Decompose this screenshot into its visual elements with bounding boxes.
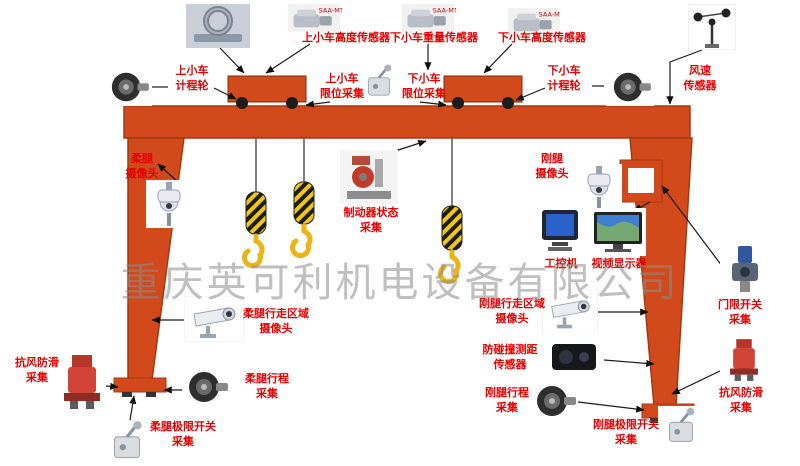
lower-weight-sensor-svg: SAA-MT [401,4,456,32]
label-flexible-leg-travel: 柔腿行程 采集 [245,372,289,401]
lower-height-sensor-image: SAA-MT [508,8,560,36]
trolley-limit-switch-svg [358,63,400,101]
rigid-leg-limit-switch-image [658,406,704,448]
flexible-leg-limit-switch-image [102,420,152,464]
upper-odometer-wheel-svg [105,68,151,106]
flexible-leg-travel-wheel-image [182,366,230,408]
rigid-leg-ptz-camera-svg [576,164,622,212]
rigid-leg-limit-switch-svg [658,406,704,448]
motor-tag-text: SAA-MT [539,10,560,18]
upper-height-sensor-image: SAA-MT [286,4,342,32]
left-foot-wheel [122,392,132,397]
rigid-leg-area-camera-image [542,290,598,332]
hook-block-3 [441,205,463,251]
brake-image [340,150,398,204]
trolley-wheel [236,97,248,109]
hook-2 [290,223,313,259]
label-upper-trolley-height-sensor: 上小车高度传感器 [302,31,390,44]
lower-odometer-wheel-svg [607,68,653,106]
cab-window [628,168,654,193]
anti-slip-device-left-image [58,350,106,414]
motor-tag-text: SAA-MT [433,6,456,14]
rigid-leg-ptz-camera-image [576,164,622,212]
hook-block-2 [293,181,315,225]
flexible-leg-ptz-camera-image [146,180,192,228]
label-lower-trolley-limit: 下小车 限位采集 [402,72,446,101]
trolley-wheel [286,97,298,109]
label-rigid-leg-limit: 刚腿极限开关 采集 [593,418,659,447]
trolley-limit-switch-image [358,62,400,102]
trolley-wheel [452,97,464,109]
load-ring-sensor-svg [186,4,250,48]
lower-weight-sensor-image: SAA-MT [400,4,456,32]
hook-1 [242,233,265,269]
anemometer-image [688,4,736,50]
label-upper-trolley-limit: 上小车 限位采集 [320,72,364,101]
label-wind-speed-sensor: 风速 传感器 [683,64,717,93]
anti-slip-device-left-svg [58,351,106,413]
load-ring-sensor-image [186,4,250,48]
flexible-leg-ptz-camera-svg [146,180,192,228]
label-anti-slip-right: 抗风防滑 采集 [719,386,763,415]
video-display-image [590,208,646,256]
anti-collision-sensor-image [544,334,604,380]
connector-lines [105,43,723,421]
right-foot-wheel [650,418,660,423]
rigid-leg-travel-wheel-image [530,380,578,422]
upper-height-sensor-svg: SAA-MT [287,4,342,32]
rigid-leg-area-camera-svg [542,290,598,332]
label-lower-trolley-weight-sensor: 下小车重量传感器 [390,31,478,44]
label-lower-trolley-odometer: 下小车 计程轮 [547,64,581,93]
brake-svg [340,150,398,204]
label-anti-slip-left: 抗风防滑 采集 [15,356,59,385]
label-anti-collision-sensor: 防碰撞测距 传感器 [482,343,538,372]
label-rigid-leg-camera: 刚腿 摄像头 [535,152,569,181]
upper-odometer-wheel-image [104,68,152,106]
crane-beam [123,105,691,139]
label-flexible-leg-area-camera: 柔腿行走区域 摄像头 [243,307,309,336]
hook-3 [438,249,461,285]
anti-slip-device-right-image [720,336,768,384]
trolley-wheel [502,97,514,109]
label-flexible-leg-limit: 柔腿极限开关 采集 [150,420,216,449]
video-display-svg [591,208,645,256]
industrial-pc-svg [538,206,582,254]
anemometer-svg [688,4,736,50]
label-industrial-pc: 工控机 [544,257,578,270]
label-lower-trolley-height-sensor: 下小车高度传感器 [498,31,586,44]
label-flexible-leg-camera: 柔腿 摄像头 [125,152,159,181]
anti-slip-device-right-svg [725,336,763,384]
crane-left-foot [113,377,167,393]
flexible-leg-limit-switch-svg [102,420,152,464]
rigid-leg-travel-wheel-svg [530,381,578,421]
hook-block-1 [245,191,267,235]
label-rigid-leg-area-camera: 刚腿行走区域 摄像头 [479,297,545,326]
label-door-limit-switch: 门限开关 采集 [718,298,762,327]
door-limit-device-image [720,242,770,296]
motor-tag-text: SAA-MT [319,6,342,14]
label-rigid-leg-travel: 刚腿行程 采集 [485,386,529,415]
label-video-display: 视频显示器 [591,257,647,270]
door-limit-device-svg [720,243,770,295]
industrial-pc-image [538,206,582,254]
flexible-leg-travel-wheel-svg [182,367,230,407]
flexible-leg-area-camera-image [184,296,244,342]
label-upper-trolley-odometer: 上小车 计程轮 [175,64,209,93]
left-foot-wheel [146,392,156,397]
flexible-leg-area-camera-svg [184,296,244,342]
label-brake-status: 制动器状态 采集 [343,206,399,235]
lower-odometer-wheel-image [606,68,654,106]
lower-height-sensor-svg: SAA-MT [508,8,560,36]
anti-collision-sensor-svg [544,334,604,380]
